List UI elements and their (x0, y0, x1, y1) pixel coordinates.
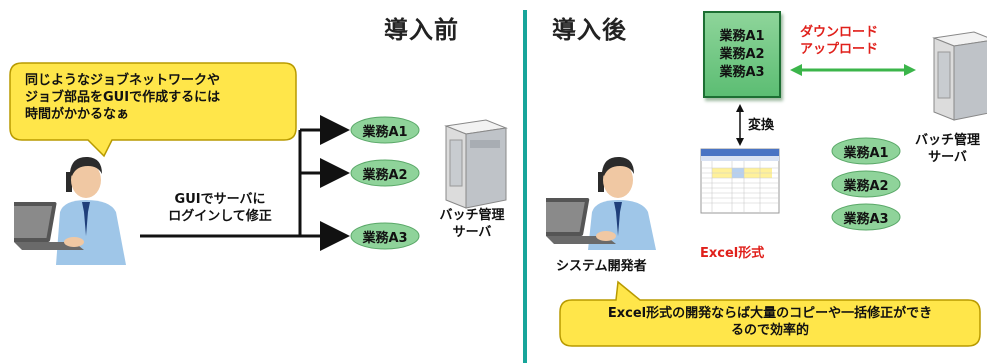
after-job-a2: 業務A2 (843, 178, 889, 194)
before-speech-text: 同じようなジョブネットワークや ジョブ部品をGUIで作成するには 時間がかかるな… (25, 73, 221, 122)
developer-label: システム開発者 (556, 259, 647, 274)
developer-at-laptop-icon (546, 156, 656, 250)
user-at-laptop-icon (14, 156, 126, 265)
after-batch-server-icon (932, 31, 987, 121)
section-divider (523, 10, 527, 363)
batch-server-icon (444, 119, 508, 209)
before-job-a1: 業務A1 (362, 124, 408, 140)
after-job-a3: 業務A3 (843, 211, 889, 227)
transfer-label: ダウンロード アップロード (799, 25, 878, 57)
excel-sheet-icon (700, 148, 780, 214)
before-heading: 導入前 (384, 16, 459, 44)
after-heading: 導入後 (552, 16, 627, 44)
before-arrow-label: GUIでサーバに ログインして修正 (168, 192, 272, 224)
after-job-a1: 業務A1 (843, 145, 889, 161)
after-job-definition-box: 業務A1 業務A2 業務A3 (703, 11, 781, 98)
before-server-label: バッチ管理 サーバ (439, 208, 505, 240)
after-speech-text: Excel形式の開発ならば大量のコピーや一括修正ができ るので効率的 (607, 306, 933, 338)
convert-label: 変換 (748, 118, 775, 133)
before-job-a2: 業務A2 (362, 167, 408, 183)
after-server-label: バッチ管理 サーバ (914, 133, 980, 165)
before-job-a3: 業務A3 (362, 230, 408, 246)
excel-format-label: Excel形式 (700, 246, 765, 261)
before-speech-bubble (9, 62, 297, 158)
